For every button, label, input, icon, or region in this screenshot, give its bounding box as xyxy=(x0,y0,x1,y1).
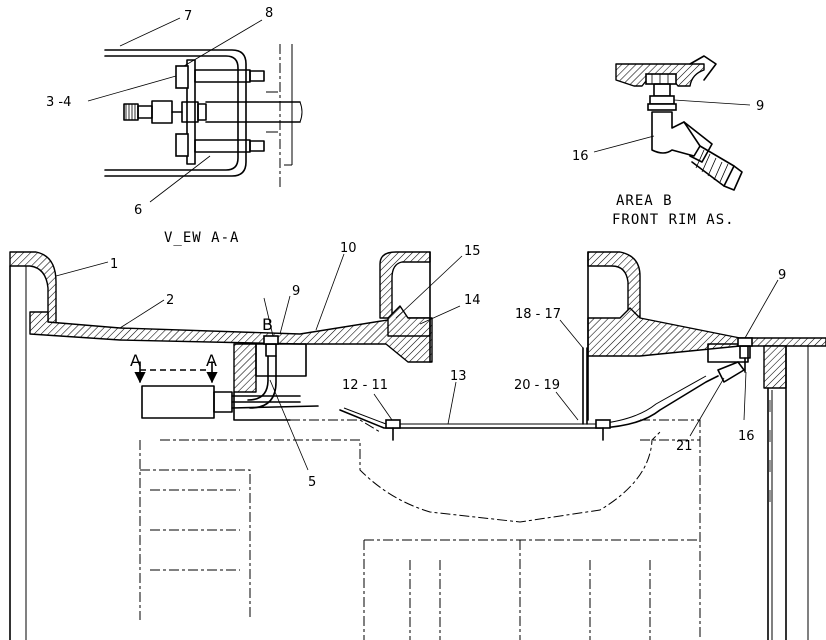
callout-5: 5 xyxy=(308,475,316,490)
section-mark-a-right: A xyxy=(206,351,217,370)
callout-6: 6 xyxy=(134,203,142,218)
main-section-view xyxy=(9,251,826,640)
callout-9-right: 9 xyxy=(778,268,786,283)
callout-16-right: 16 xyxy=(738,429,755,444)
section-mark-a-left: A xyxy=(130,351,141,370)
callout-14: 14 xyxy=(464,293,481,308)
callout-1: 1 xyxy=(110,257,118,272)
section-mark-b: B xyxy=(262,315,273,334)
callout-3-4: 3 -4 xyxy=(46,95,71,110)
callout-9-area-b: 9 xyxy=(756,99,764,114)
area-b-caption: AREA B xyxy=(616,193,673,209)
callout-20-19: 20 - 19 xyxy=(514,378,560,393)
area-b-detail xyxy=(593,55,751,191)
callout-21: 21 xyxy=(676,439,693,454)
callout-7: 7 xyxy=(184,9,192,24)
view-a-a-caption: V_EW A-A xyxy=(164,230,239,246)
callout-16-area-b: 16 xyxy=(572,149,589,164)
callout-9-left: 9 xyxy=(292,284,300,299)
callout-18-17: 18 - 17 xyxy=(515,307,561,322)
callout-10: 10 xyxy=(340,241,357,256)
callout-12-11: 12 - 11 xyxy=(342,378,388,393)
callout-15: 15 xyxy=(464,244,481,259)
callout-13: 13 xyxy=(450,369,467,384)
front-rim-caption: FRONT RIM AS. xyxy=(612,212,735,228)
callout-8: 8 xyxy=(265,6,273,21)
callout-2: 2 xyxy=(166,293,174,308)
view-a-a-detail xyxy=(87,17,303,203)
